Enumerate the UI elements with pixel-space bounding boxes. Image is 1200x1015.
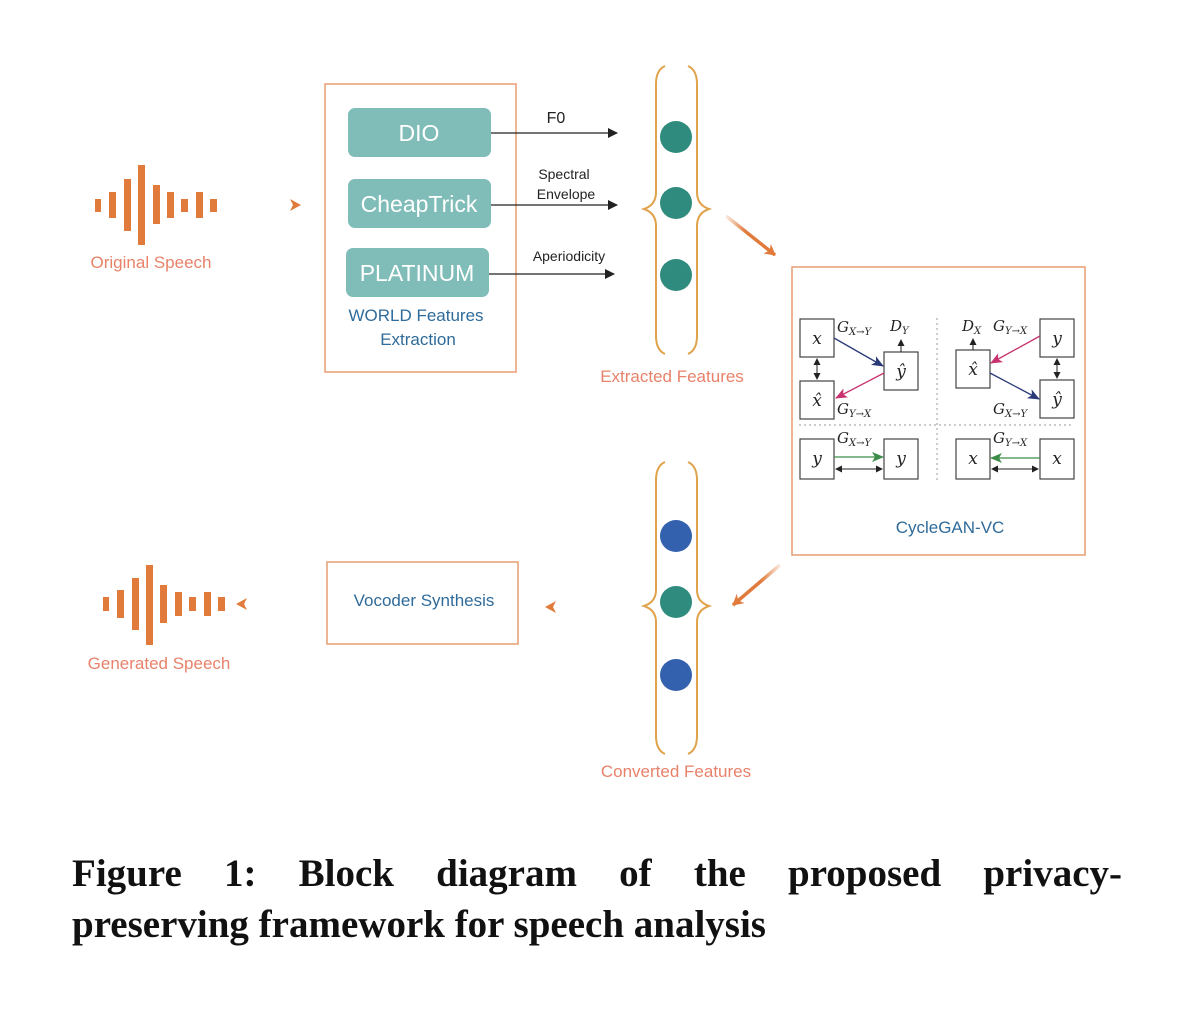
converted-features-label: Converted Features: [601, 762, 751, 781]
arrow-to-converted: [731, 563, 782, 607]
original-speech-waveform-icon: [95, 165, 217, 245]
svg-text:GX→Y: GX→Y: [837, 318, 872, 338]
cheaptrick-label: CheapTrick: [361, 191, 478, 217]
extracted-features-label: Extracted Features: [600, 367, 744, 386]
svg-text:GY→X: GY→X: [993, 429, 1028, 449]
dio-label: DIO: [399, 120, 440, 146]
tl-x-hat: x̂: [812, 391, 822, 411]
world-module-cheaptrick: CheapTrick: [348, 179, 491, 228]
world-title-line2: Extraction: [380, 330, 456, 349]
spectral-label-line2: Envelope: [537, 186, 596, 202]
extracted-feature-dot-1: [660, 121, 692, 153]
arrow-to-cyclegan: [724, 214, 777, 257]
svg-text:GY→X: GY→X: [837, 400, 872, 420]
world-module-platinum: PLATINUM: [346, 248, 489, 297]
converted-features-brace: [640, 461, 713, 755]
cyclegan-label: CycleGAN-VC: [896, 518, 1005, 537]
spectral-label-line1: Spectral: [538, 166, 589, 182]
generated-speech-label: Generated Speech: [88, 654, 231, 673]
caption-line-1: Figure 1: Block diagram of the proposed …: [72, 852, 1122, 895]
br-x1: x: [968, 449, 978, 469]
extracted-features-dots: [660, 121, 692, 291]
world-extraction-box: [324, 83, 517, 373]
world-title-line1: WORLD Features: [348, 306, 483, 325]
original-speech-label: Original Speech: [91, 253, 212, 272]
converted-feature-dot-1: [660, 520, 692, 552]
world-module-dio: DIO: [348, 108, 491, 157]
svg-text:DX: DX: [961, 317, 982, 337]
converted-features-dots: [660, 520, 692, 691]
svg-text:GX→Y: GX→Y: [993, 400, 1028, 420]
converted-feature-dot-3: [660, 659, 692, 691]
bl-y1: y: [811, 449, 822, 469]
cyclegan-box: [791, 266, 1086, 556]
tr-y-hat: ŷ: [1051, 390, 1062, 410]
svg-text:GX→Y: GX→Y: [837, 429, 872, 449]
block-diagram: Original Speech DIO CheapTrick PLATINUM …: [88, 65, 1086, 781]
cyclegan-diagram: x x̂ ŷ GX→Y DY GY→X y ŷ x̂ DX GY→X GX→Y …: [799, 317, 1075, 480]
aperiodicity-label: Aperiodicity: [533, 248, 605, 264]
vocoder-box: [326, 561, 519, 645]
tl-x: x: [812, 329, 822, 349]
generated-speech-waveform-icon: [103, 565, 225, 645]
platinum-label: PLATINUM: [360, 260, 475, 286]
tr-x-hat: x̂: [968, 360, 978, 380]
svg-text:DY: DY: [889, 317, 910, 337]
tr-y: y: [1051, 329, 1062, 349]
extracted-feature-dot-3: [660, 259, 692, 291]
bl-y2: y: [895, 449, 906, 469]
caption-line-2: preserving framework for speech analysis: [72, 903, 766, 946]
converted-feature-dot-2: [660, 586, 692, 618]
extracted-feature-dot-2: [660, 187, 692, 219]
vocoder-label: Vocoder Synthesis: [354, 591, 495, 610]
f0-label: F0: [547, 110, 566, 127]
svg-text:GY→X: GY→X: [993, 317, 1028, 337]
br-x2: x: [1052, 449, 1062, 469]
extracted-features-brace: [640, 65, 713, 355]
tl-y-hat: ŷ: [895, 362, 906, 382]
figure-caption: Figure 1: Block diagram of the proposed …: [72, 848, 1122, 950]
